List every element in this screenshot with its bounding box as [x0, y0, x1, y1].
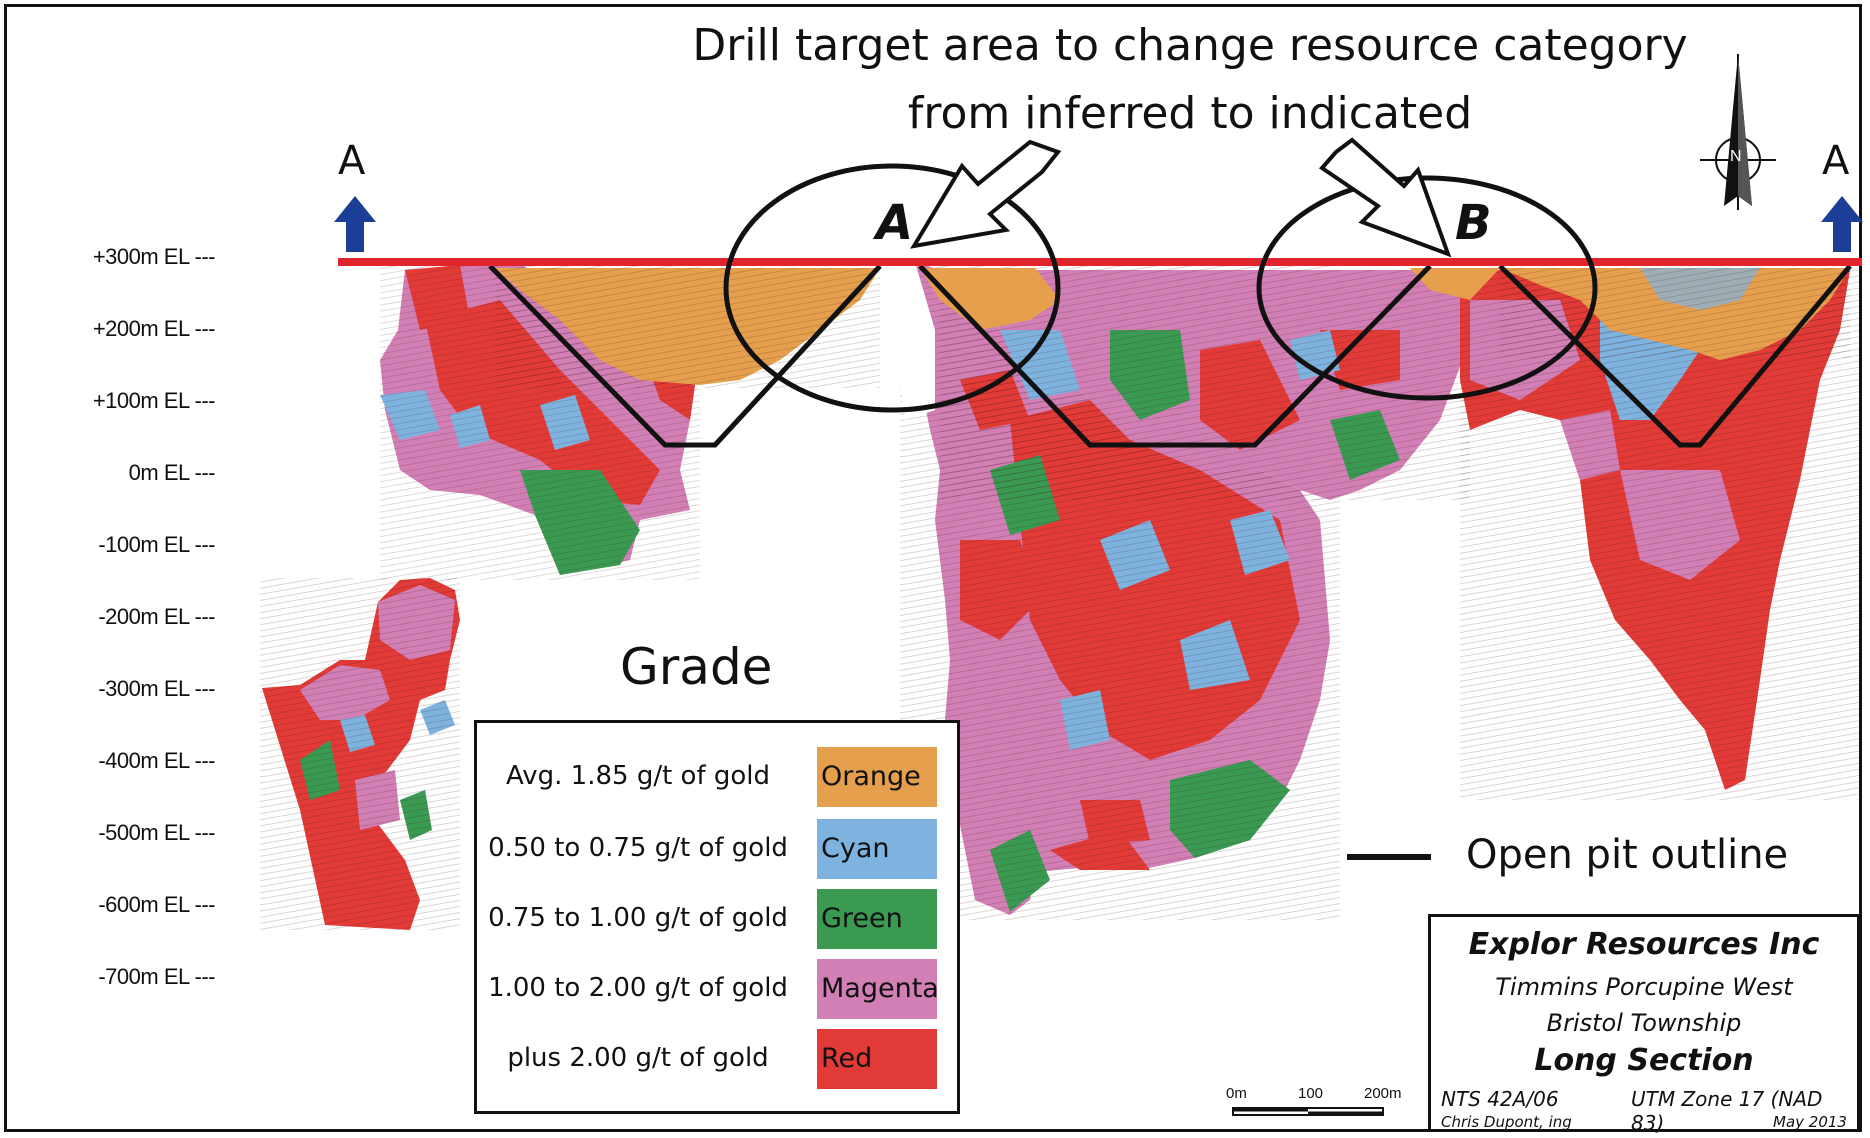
title-line-2: from inferred to indicated — [907, 88, 1473, 139]
author-name: Chris Dupont, ing — [1441, 1113, 1572, 1131]
legend-swatch: Orange — [817, 747, 937, 807]
elevation-label: +300m EL --- — [92, 244, 216, 269]
elevation-label: 0m EL --- — [128, 460, 216, 485]
legend-swatch-label: Cyan — [821, 833, 890, 864]
legend-swatch: Green — [817, 889, 937, 949]
scale-bar — [1232, 1107, 1384, 1116]
elevation-label: -400m EL --- — [98, 748, 215, 773]
legend-grade-text: 0.75 to 1.00 g/t of gold — [488, 903, 788, 933]
open-pit-outline — [488, 264, 1852, 448]
left-end-arrow-icon — [334, 196, 376, 252]
section-end-left-label: A — [338, 138, 366, 184]
nts-sheet: NTS 42A/06 — [1441, 1087, 1559, 1111]
drawing-frame — [4, 4, 1862, 1132]
pointer-arrow-a-icon — [910, 139, 1062, 249]
scale-label: 200m — [1364, 1085, 1402, 1102]
north-letter: N — [1730, 148, 1742, 165]
target-b-label: B — [1455, 195, 1492, 251]
title-line-1: Drill target area to change resource cat… — [692, 20, 1688, 71]
target-a-label: A — [876, 195, 914, 251]
legend-row-red: plus 2.00 g/t of gold Red — [477, 1029, 957, 1089]
elevation-label: +100m EL --- — [92, 388, 216, 413]
pointer-arrow-b-icon — [1319, 137, 1452, 258]
legend-swatch-label: Green — [821, 903, 903, 934]
legend-grade-text: 1.00 to 2.00 g/t of gold — [488, 973, 788, 1003]
elevation-label: -300m EL --- — [98, 676, 215, 701]
grade-legend: Avg. 1.85 g/t of gold Orange 0.50 to 0.7… — [474, 720, 960, 1114]
legend-row-green: 0.75 to 1.00 g/t of gold Green — [477, 889, 957, 949]
legend-grade-text: plus 2.00 g/t of gold — [507, 1043, 769, 1073]
elevation-label: -100m EL --- — [98, 532, 215, 557]
target-a-ellipse — [723, 163, 1061, 413]
elevation-label: -700m EL --- — [98, 964, 215, 989]
legend-swatch-label: Orange — [821, 761, 921, 792]
legend-swatch-label: Magenta — [821, 973, 939, 1004]
pit-outline-legend-line — [1347, 854, 1431, 860]
legend-row-orange: Avg. 1.85 g/t of gold Orange — [477, 747, 957, 807]
elevation-label: +200m EL --- — [92, 316, 216, 341]
pit-outline-legend-label: Open pit outline — [1466, 832, 1789, 878]
elevation-label: -200m EL --- — [98, 604, 215, 629]
legend-title: Grade — [620, 638, 773, 696]
utm-zone: UTM Zone 17 (NAD 83) — [1631, 1087, 1823, 1135]
township-name: Bristol Township — [1546, 1009, 1742, 1037]
legend-grade-text: Avg. 1.85 g/t of gold — [505, 761, 771, 791]
target-b-ellipse — [1256, 175, 1598, 401]
lower-left-block — [260, 578, 460, 930]
scale-label: 100 — [1298, 1085, 1324, 1102]
legend-row-cyan: 0.50 to 0.75 g/t of gold Cyan — [477, 819, 957, 879]
drawing-title: Long Section — [1534, 1043, 1754, 1078]
elevation-label: -600m EL --- — [98, 892, 215, 917]
section-gap — [890, 262, 935, 420]
section-line — [338, 258, 1862, 266]
legend-swatch-label: Red — [821, 1043, 873, 1074]
legend-swatch: Cyan — [817, 819, 937, 879]
east-block — [1460, 270, 1860, 800]
legend-row-magenta: 1.00 to 2.00 g/t of gold Magenta — [477, 959, 957, 1019]
elevation-label: -500m EL --- — [98, 820, 215, 845]
central-right-block — [940, 270, 1470, 500]
company-name: Explor Resources Inc — [1468, 927, 1820, 962]
drawing-date: May 2013 — [1773, 1113, 1847, 1131]
legend-grade-text: 0.50 to 0.75 g/t of gold — [488, 833, 788, 863]
property-name: Timmins Porcupine West — [1495, 973, 1793, 1001]
right-end-arrow-icon — [1821, 196, 1863, 252]
scale-label: 0m — [1226, 1085, 1247, 1102]
legend-swatch: Red — [817, 1029, 937, 1089]
section-end-right-label: A — [1822, 138, 1850, 184]
title-block: Explor Resources Inc Timmins Porcupine W… — [1428, 914, 1860, 1135]
orange-inferred-zones — [495, 268, 1850, 388]
north-arrow-icon — [1700, 54, 1776, 210]
legend-swatch: Magenta — [817, 959, 939, 1019]
